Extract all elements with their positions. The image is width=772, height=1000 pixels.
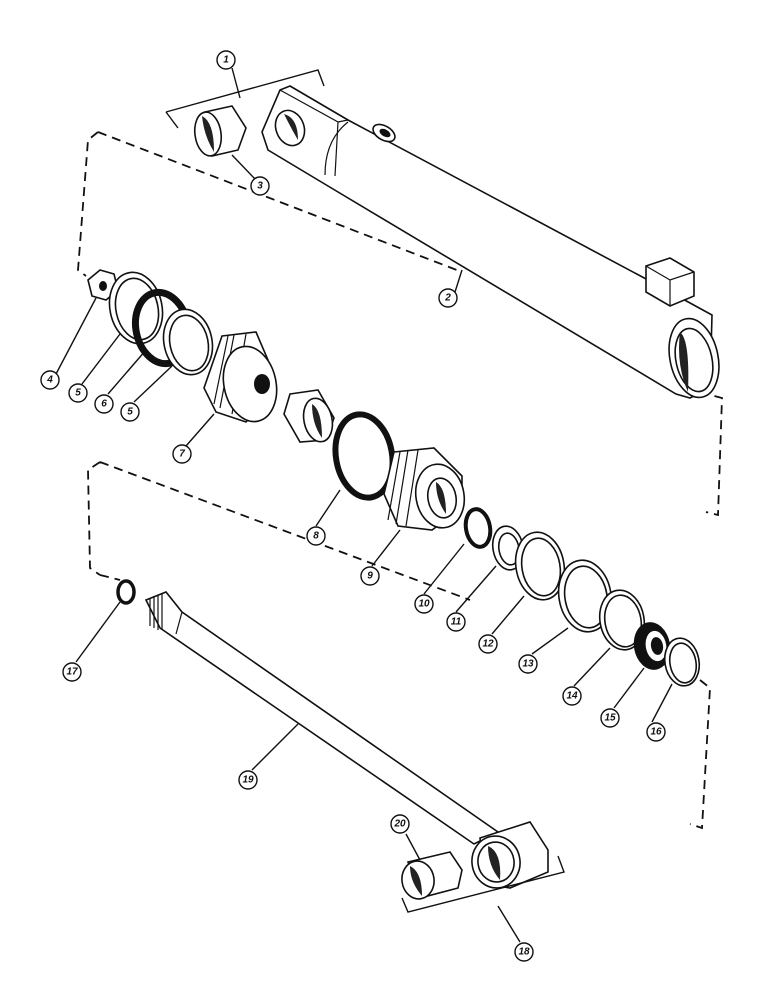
barrel-group-dashed-outline <box>77 131 723 517</box>
seal-ring-12 <box>514 531 566 601</box>
callout-4: 4 <box>40 370 60 390</box>
bushing-top <box>193 105 247 157</box>
ring-14 <box>598 589 646 651</box>
callout-label-10: 10 <box>418 599 430 610</box>
seal-ring-13 <box>557 559 613 633</box>
callout-1: 1 <box>216 50 236 70</box>
callout-13: 13 <box>518 654 538 674</box>
group-bracket-18 <box>401 855 565 913</box>
callout-14: 14 <box>562 686 582 706</box>
callout-5a: 5 <box>68 383 88 403</box>
backup-ring-b <box>162 308 214 376</box>
callout-label-3: 3 <box>257 181 263 192</box>
piston <box>203 331 278 423</box>
rod-gland <box>383 447 466 531</box>
wiper-seal-15 <box>633 622 671 670</box>
group-bracket-1 <box>165 69 325 129</box>
callout-9: 9 <box>360 566 380 586</box>
callout-label-6: 6 <box>101 399 107 410</box>
o-ring-10 <box>463 507 493 549</box>
callout-3: 3 <box>250 176 270 196</box>
callout-16: 16 <box>646 722 666 742</box>
cylinder-barrel <box>261 85 720 399</box>
callout-label-19: 19 <box>242 775 254 786</box>
callout-10: 10 <box>414 594 434 614</box>
callout-12: 12 <box>478 634 498 654</box>
callout-15: 15 <box>600 708 620 728</box>
rod-group-dashed-outline <box>87 461 711 830</box>
callout-2: 2 <box>438 288 458 308</box>
callout-19: 19 <box>238 770 258 790</box>
rod-clevis <box>471 821 549 889</box>
callout-label-18: 18 <box>518 947 530 958</box>
callout-label-16: 16 <box>650 727 662 738</box>
callout-label-7: 7 <box>179 449 185 460</box>
callout-8: 8 <box>306 526 326 546</box>
callout-label-12: 12 <box>482 639 494 650</box>
callout-label-14: 14 <box>566 691 578 702</box>
callout-label-2: 2 <box>444 293 451 304</box>
callout-20: 20 <box>390 814 410 834</box>
o-ring-8 <box>332 411 396 501</box>
spacer-tube <box>283 389 335 443</box>
leader-lines <box>55 67 673 943</box>
callout-7: 7 <box>172 444 192 464</box>
callout-label-11: 11 <box>451 617 462 628</box>
callout-6: 6 <box>94 394 114 414</box>
callout-label-20: 20 <box>393 819 406 830</box>
snap-ring-16 <box>663 637 701 687</box>
o-ring-17 <box>116 579 136 605</box>
callout-label-5b: 5 <box>127 407 133 418</box>
callout-5b: 5 <box>120 402 140 422</box>
callout-18: 18 <box>514 942 534 962</box>
callout-label-13: 13 <box>522 659 534 670</box>
callout-11: 11 <box>446 612 466 632</box>
callout-label-9: 9 <box>367 571 373 582</box>
callout-label-15: 15 <box>604 713 616 724</box>
callout-label-17: 17 <box>66 667 78 678</box>
bushing-bottom <box>401 851 463 900</box>
piston-rod <box>144 591 500 845</box>
callout-label-1: 1 <box>223 55 229 66</box>
callout-17: 17 <box>62 662 82 682</box>
callout-label-4: 4 <box>46 375 53 386</box>
callout-label-5a: 5 <box>75 388 81 399</box>
callout-label-8: 8 <box>313 531 319 542</box>
